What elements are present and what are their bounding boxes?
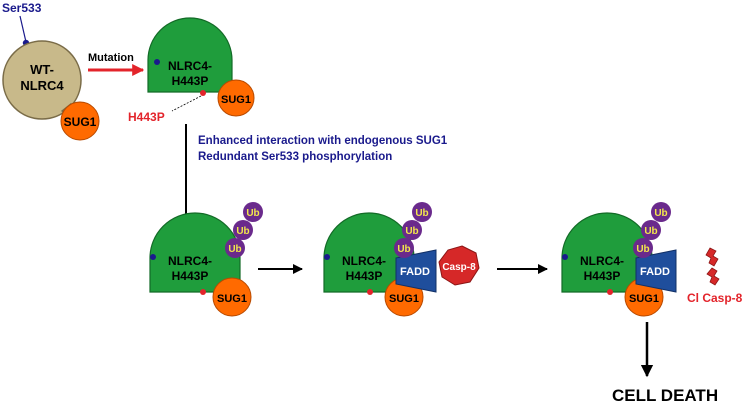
wt-nlrc4-node — [2, 40, 82, 120]
redundant-phosphorylation-text: Redundant Ser533 phosphorylation — [198, 151, 392, 163]
stage2-ser533-dot — [324, 254, 330, 260]
stage2-ub-2 — [402, 220, 422, 240]
wt-nlrc4-label-line2: NLRC4 — [20, 78, 64, 93]
stage3-ser533-dot — [562, 254, 568, 260]
stage2-ub-3-label: Ub — [415, 208, 428, 219]
mutant-sug1-label: SUG1 — [221, 94, 251, 106]
stage3-ub-1-label: Ub — [636, 244, 649, 255]
h443p-site-dot — [200, 90, 206, 96]
ser533-label: Ser533 — [2, 1, 42, 15]
stage1-ub-1-label: Ub — [228, 244, 241, 255]
stage2-casp8-label: Casp-8 — [442, 262, 476, 273]
stage3-fadd-shape — [635, 249, 677, 293]
mutant-nlrc4-label-line1: NLRC4- — [168, 59, 212, 73]
cell-death-label: CELL DEATH — [612, 386, 718, 404]
stage2-nlrc4-label-line2: H443P — [346, 269, 383, 283]
enhanced-interaction-text: Enhanced interaction with endogenous SUG… — [198, 135, 448, 147]
stage3-ub-3 — [651, 202, 671, 222]
stage3-nlrc4-label-line1: NLRC4- — [580, 254, 624, 268]
stage2-ub-2-label: Ub — [405, 226, 418, 237]
stage1-ub-1 — [225, 238, 245, 258]
stage3-ub-2-label: Ub — [644, 226, 657, 237]
stage1-sug1-label: SUG1 — [217, 293, 247, 305]
h443p-connector — [171, 95, 202, 112]
cl-casp8-label: Cl Casp-8 — [687, 291, 743, 305]
stage2-fadd-shape — [395, 249, 437, 293]
stage3-nlrc4-label-line2: H443P — [584, 269, 621, 283]
stage1-ub-3-label: Ub — [246, 208, 259, 219]
ser533-connector — [19, 15, 27, 43]
mutant-nlrc4-shape — [147, 17, 233, 93]
stage1-h443p-dot — [200, 289, 206, 295]
stage2-casp8-shape — [438, 245, 480, 286]
stage1-ser533-dot — [150, 254, 156, 260]
wt-sug1-label: SUG1 — [64, 115, 97, 129]
cleaved-casp8-fragments — [705, 247, 720, 286]
stage3-ub-2 — [641, 220, 661, 240]
stage2-ub-1 — [394, 238, 414, 258]
wt-sug1-node — [60, 101, 100, 141]
stage2-ub-1-label: Ub — [397, 244, 410, 255]
stage3-h443p-dot — [607, 289, 613, 295]
mutant-sug1-node — [217, 79, 255, 117]
stage1-sug1-node — [212, 277, 252, 317]
stage2-h443p-dot — [367, 289, 373, 295]
wt-nlrc4-label-line1: WT- — [30, 62, 54, 77]
stage3-fadd-label: FADD — [640, 266, 670, 278]
stage2-sug1-label: SUG1 — [389, 293, 419, 305]
stage3-sug1-label: SUG1 — [629, 293, 659, 305]
stage3-ub-3-label: Ub — [654, 208, 667, 219]
mutation-label: Mutation — [88, 52, 134, 64]
h443p-label: H443P — [128, 110, 165, 124]
stage1-ub-3 — [243, 202, 263, 222]
mutant-ser533-dot — [154, 59, 160, 65]
mutant-nlrc4-label-line2: H443P — [172, 74, 209, 88]
stage1-ub-2 — [233, 220, 253, 240]
stage3-ub-1 — [633, 238, 653, 258]
stage2-fadd-label: FADD — [400, 266, 430, 278]
stage2-ub-3 — [412, 202, 432, 222]
stage1-ub-2-label: Ub — [236, 226, 249, 237]
stage2-nlrc4-label-line1: NLRC4- — [342, 254, 386, 268]
stage1-nlrc4-label-line1: NLRC4- — [168, 254, 212, 268]
stage1-nlrc4-label-line2: H443P — [172, 269, 209, 283]
